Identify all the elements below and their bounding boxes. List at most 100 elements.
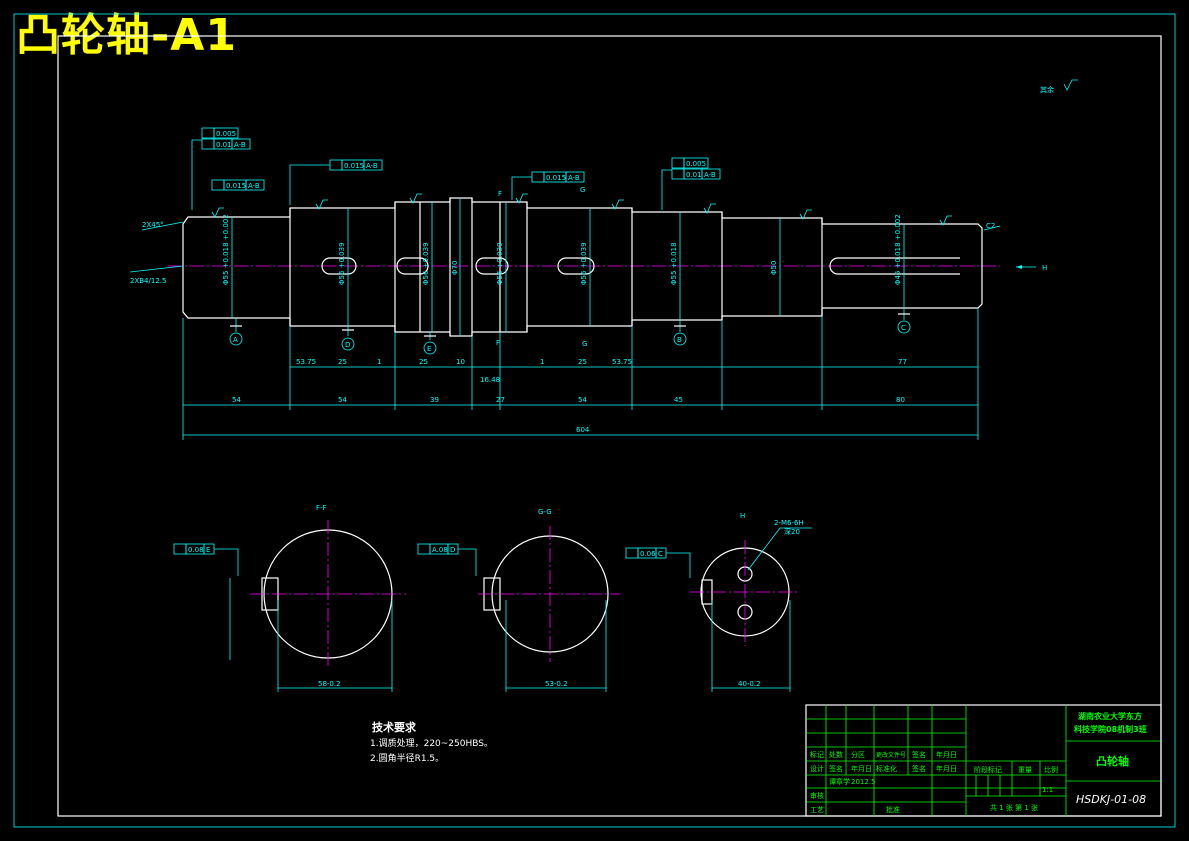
- section-g-top-label: G: [580, 186, 585, 194]
- section-g-label: G: [582, 340, 587, 348]
- inner-frame: [57, 35, 1162, 817]
- svg-text:D: D: [450, 546, 455, 554]
- dia-label-3: Φ56 +0.039: [422, 242, 430, 285]
- keyway-1: [321, 257, 357, 275]
- center-hole-label: 2XB4/12.5: [130, 277, 166, 285]
- part-name: 凸轮轴: [1096, 754, 1129, 768]
- dim-r1-0: 53.75: [296, 358, 316, 366]
- svg-text:0.01: 0.01: [686, 171, 702, 179]
- c2-label: C2: [986, 222, 995, 230]
- view-h-depth-note: 深20: [784, 527, 800, 536]
- svg-text:签名: 签名: [829, 764, 843, 773]
- dim-r2-4: 54: [578, 396, 587, 404]
- dim-r2-3: 27: [496, 396, 505, 404]
- svg-text:批准: 批准: [886, 805, 900, 814]
- svg-text:1:1: 1:1: [1042, 786, 1053, 794]
- keyway-4: [557, 257, 595, 275]
- section-f-label: F: [496, 339, 500, 347]
- svg-text:阶段标记: 阶段标记: [974, 765, 1002, 774]
- svg-text:0.06: 0.06: [640, 550, 656, 558]
- datum-a: A: [229, 318, 243, 346]
- dim-r1-6: 1: [540, 358, 544, 366]
- svg-text:E: E: [427, 345, 431, 353]
- svg-text:0.015: 0.015: [226, 182, 246, 190]
- tech-req-heading: 技术要求: [372, 720, 417, 734]
- dim-r1-7: 25: [578, 358, 587, 366]
- tech-req-item-1: 1.调质处理，220~250HBS。: [370, 737, 493, 749]
- section-f-top-label: F: [498, 190, 502, 198]
- datum-e: E: [423, 332, 437, 355]
- dim-r2-1: 54: [338, 396, 347, 404]
- dia-label-2: Φ56 +0.039: [338, 242, 346, 285]
- chamfer-label: 2X45°: [142, 221, 164, 229]
- dia-label-5: Φ56 +0.039: [496, 242, 504, 285]
- svg-text:年月日: 年月日: [936, 750, 957, 759]
- keyway-3: [475, 257, 509, 275]
- dim-r1-5: 16.48: [480, 376, 500, 384]
- svg-text:E: E: [206, 546, 210, 554]
- dim-r2-5: 45: [674, 396, 683, 404]
- svg-text:0.015: 0.015: [344, 162, 364, 170]
- svg-text:比例: 比例: [1044, 765, 1058, 774]
- drawing-number: HSDKJ-01-08: [1076, 793, 1146, 806]
- dim-r1-4: 10: [456, 358, 465, 366]
- view-h-arrow-label: H: [1042, 264, 1047, 272]
- svg-text:0.08: 0.08: [188, 546, 204, 554]
- school-line-2: 科技学院08机制3班: [1074, 724, 1147, 734]
- svg-text:签名: 签名: [912, 764, 926, 773]
- dim-r2-6: 80: [896, 396, 905, 404]
- svg-text:审核: 审核: [810, 791, 824, 800]
- svg-text:A-B: A-B: [248, 182, 260, 190]
- keyway-5: [829, 257, 960, 275]
- svg-text:谭章学: 谭章学: [829, 777, 850, 786]
- svg-text:A-B: A-B: [568, 174, 580, 182]
- ff-width-dim: 58-0.2: [318, 680, 341, 688]
- svg-text:A-B: A-B: [366, 162, 378, 170]
- technical-requirements: 技术要求 1.调质处理，220~250HBS。 2.圆角半径R1.5。: [370, 720, 493, 764]
- dim-r1-2: 1: [377, 358, 381, 366]
- svg-text:A.08: A.08: [432, 546, 448, 554]
- keyway-2: [396, 257, 429, 275]
- dia-label-8: Φ50: [770, 261, 778, 275]
- school-line-1: 湖南农业大学东方: [1078, 711, 1142, 721]
- svg-text:0.005: 0.005: [686, 160, 706, 168]
- title-block: 标记 处数 分区 更改文件号 签名 年月日 设计 签名 年月日 标准化 签名 年…: [805, 704, 1162, 817]
- view-gg-label: G-G: [538, 508, 552, 516]
- svg-text:C: C: [901, 324, 906, 332]
- h-width-dim: 40-0.2: [738, 680, 761, 688]
- svg-text:A-B: A-B: [704, 171, 716, 179]
- dia-label-9: Φ45 +0.018 +0.002: [894, 214, 902, 285]
- svg-text:0.01: 0.01: [216, 141, 232, 149]
- svg-text:分区: 分区: [851, 750, 865, 759]
- svg-text:共 1 张 第 1 张: 共 1 张 第 1 张: [990, 803, 1038, 812]
- dim-r1-8: 53.75: [612, 358, 632, 366]
- view-ff-label: F-F: [316, 504, 327, 512]
- dia-label-6: Φ56 +0.039: [580, 242, 588, 285]
- svg-text:年月日: 年月日: [851, 764, 872, 773]
- gg-width-dim: 53-0.2: [545, 680, 568, 688]
- datum-d: D: [341, 326, 355, 351]
- roughness-note: 其余: [1040, 85, 1054, 94]
- view-h-label: H: [740, 512, 745, 520]
- dia-label-7: Φ55 +0.018: [670, 242, 678, 285]
- svg-text:0.005: 0.005: [216, 130, 236, 138]
- roughness-symbol: [1063, 79, 1078, 91]
- dim-total: 604: [576, 426, 590, 434]
- view-h-thread-note: 2-M6-6H: [774, 519, 804, 527]
- svg-text:2012.5: 2012.5: [851, 778, 876, 786]
- shaft-main-view: Φ55 +0.018 +0.002 Φ56 +0.039 Φ56 +0.039 …: [129, 127, 1047, 440]
- svg-text:C: C: [658, 550, 663, 558]
- svg-text:设计: 设计: [810, 764, 824, 773]
- svg-text:工艺: 工艺: [810, 806, 824, 814]
- svg-text:B: B: [677, 336, 682, 344]
- svg-text:处数: 处数: [829, 750, 843, 759]
- dim-r1-3: 25: [419, 358, 428, 366]
- svg-text:标准化: 标准化: [876, 764, 897, 773]
